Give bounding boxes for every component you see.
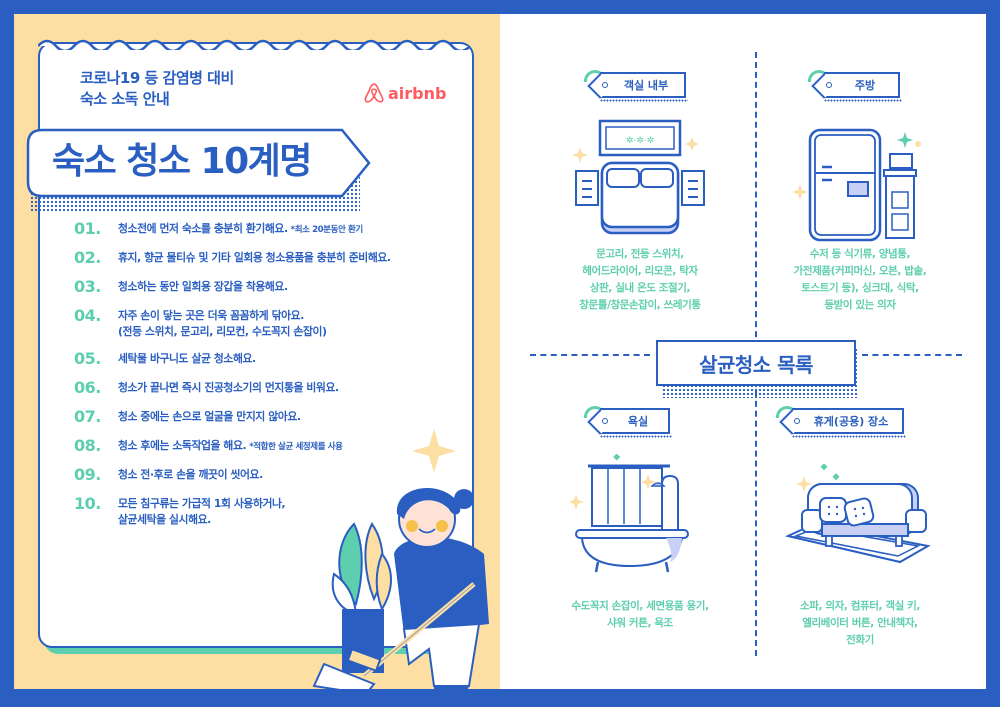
rule-number: 08. <box>74 436 101 455</box>
rule-text: 청소 전·후로 손을 깨끗이 씻어요. <box>118 468 263 481</box>
rule-number: 03. <box>74 277 101 296</box>
area-item: 소파, 의자, 컴퓨터, 객실 키, <box>800 600 920 612</box>
rule-text-line: 자주 손이 닿는 곳은 더욱 꼼꼼하게 닦아요. <box>118 309 304 322</box>
rule-item: 08. 청소 후에는 소독작업을 해요.*적합한 살균 세정제를 사용 <box>74 436 454 456</box>
rule-text-line: 청소 후에는 소독작업을 해요. <box>118 439 247 452</box>
area-item: 수저 등 식기류, 양념통, <box>809 248 911 260</box>
banner-title: 숙소 청소 10계명 <box>52 141 312 182</box>
rule-text: 자주 손이 닿는 곳은 더욱 꼼꼼하게 닦아요. (전등 스위치, 문고리, 리모… <box>118 306 327 340</box>
area-item: 가전제품(커피머신, 오븐, 밥솥, <box>793 265 927 277</box>
area-label: 휴게(공용) 장소 <box>813 415 889 428</box>
area-item: 문고리, 전등 스위치, <box>596 248 684 260</box>
sparkle-icon <box>412 429 456 473</box>
tag-hole-icon <box>794 418 800 424</box>
rule-number: 01. <box>74 219 101 238</box>
area-tag-bathroom: 욕실 <box>600 408 672 438</box>
area-item: 엘리베이터 버튼, 안내책자, <box>802 617 918 629</box>
horizontal-divider-right <box>862 354 962 356</box>
cleaning-person-illustration <box>312 429 489 689</box>
rule-item: 06. 청소가 끝나면 즉시 진공청소기의 먼지통을 비워요. <box>74 378 454 398</box>
rule-item: 02. 휴지, 향균 물티슈 및 기타 일회용 청소용품을 충분히 준비해요. <box>74 248 454 268</box>
rule-text-line: 모든 침구류는 가급적 1회 사용하거나, <box>118 497 286 510</box>
rules-list: 01. 청소전에 먼저 숙소를 충분히 환기해요.*최소 20분동안 환기 02… <box>74 219 454 537</box>
bed-icon: ✲·✲·✲ <box>572 119 705 235</box>
bathtub-icon <box>570 454 689 573</box>
rule-text-line: 청소전에 먼저 숙소를 충분히 환기해요. <box>118 222 288 235</box>
title-banner <box>26 128 371 198</box>
poster-frame: 코로나19 등 감염병 대비 숙소 소독 안내 airbnb 숙소 청소 10계… <box>14 14 986 689</box>
sofa-icon <box>784 464 931 564</box>
airbnb-logo: airbnb <box>364 82 446 104</box>
rule-text: 청소 후에는 소독작업을 해요.*적합한 살균 세정제를 사용 <box>118 436 343 455</box>
rule-note: *적합한 살균 세정제를 사용 <box>249 442 343 452</box>
rule-item: 07. 청소 중에는 손으로 얼굴을 만지지 않아요. <box>74 407 454 427</box>
area-tag-lounge: 휴게(공용) 장소 <box>792 408 906 438</box>
subtitle-line-1: 코로나19 등 감염병 대비 <box>80 69 234 87</box>
svg-text:✲·✲·✲: ✲·✲·✲ <box>626 136 654 146</box>
rule-text: 청소가 끝나면 즉시 진공청소기의 먼지통을 비워요. <box>118 381 339 394</box>
rule-number: 09. <box>74 465 101 484</box>
area-items-kitchen: 수저 등 식기류, 양념통, 가전제품(커피머신, 오븐, 밥솥, 토스트기 등… <box>750 246 970 314</box>
rule-text: 청소전에 먼저 숙소를 충분히 환기해요.*최소 20분동안 환기 <box>118 219 363 238</box>
rule-number: 07. <box>74 407 101 426</box>
refrigerator-icon <box>792 128 921 242</box>
rule-item: 09. 청소 전·후로 손을 깨끗이 씻어요. <box>74 465 454 485</box>
rule-number: 10. <box>74 494 101 513</box>
rule-number: 06. <box>74 378 101 397</box>
left-panel: 코로나19 등 감염병 대비 숙소 소독 안내 airbnb 숙소 청소 10계… <box>14 14 500 689</box>
rule-item: 05. 세탁물 바구니도 살균 청소해요. <box>74 349 454 369</box>
area-tag-room: 객실 내부 <box>600 72 688 102</box>
area-item: 등받이 있는 의자 <box>824 299 896 311</box>
area-label: 객실 내부 <box>623 79 669 92</box>
rule-number: 04. <box>74 306 101 325</box>
area-item: 헤어드라이어, 리모콘, 탁자 <box>582 265 698 277</box>
rule-text-line-2: (전등 스위치, 문고리, 리모컨, 수도꼭지 손잡이) <box>118 325 327 338</box>
area-tag-kitchen: 주방 <box>824 72 902 102</box>
area-item: 창문틀/창문손잡이, 쓰레기통 <box>579 299 701 311</box>
logo-text: airbnb <box>388 83 447 103</box>
rule-text: 청소 중에는 손으로 얼굴을 만지지 않아요. <box>118 410 301 423</box>
rule-text: 모든 침구류는 가급적 1회 사용하거나, 살균세탁을 실시해요. <box>118 494 286 528</box>
rule-item: 10. 모든 침구류는 가급적 1회 사용하거나, 살균세탁을 실시해요. <box>74 494 454 528</box>
rule-item: 04. 자주 손이 닿는 곳은 더욱 꼼꼼하게 닦아요. (전등 스위치, 문고리… <box>74 306 454 340</box>
wavy-border <box>38 39 471 50</box>
rule-item: 01. 청소전에 먼저 숙소를 충분히 환기해요.*최소 20분동안 환기 <box>74 219 454 239</box>
section-title: 살균청소 목록 <box>656 340 856 386</box>
horizontal-divider-left <box>530 354 650 356</box>
rule-text: 청소하는 동안 일회용 장갑을 착용해요. <box>118 280 288 293</box>
rule-note: *최소 20분동안 환기 <box>290 225 364 235</box>
area-label: 주방 <box>854 79 876 92</box>
area-items-bathroom: 수도꼭지 손잡이, 세면용품 용기, 샤워 커튼, 욕조 <box>530 598 750 632</box>
area-label: 욕실 <box>627 415 649 428</box>
airbnb-belo-icon <box>364 83 384 103</box>
subtitle: 코로나19 등 감염병 대비 숙소 소독 안내 <box>80 68 234 110</box>
area-item: 수도꼭지 손잡이, 세면용품 용기, <box>571 600 709 612</box>
area-item: 샤워 커튼, 욕조 <box>607 617 673 629</box>
rule-text: 휴지, 향균 물티슈 및 기타 일회용 청소용품을 충분히 준비해요. <box>118 251 391 264</box>
area-items-lounge: 소파, 의자, 컴퓨터, 객실 키, 엘리베이터 버튼, 안내책자, 전화기 <box>750 598 970 649</box>
rule-number: 05. <box>74 349 101 368</box>
tag-hole-icon <box>826 82 832 88</box>
tag-hole-icon <box>602 82 608 88</box>
rule-text: 세탁물 바구니도 살균 청소해요. <box>118 352 256 365</box>
area-item: 상판, 실내 온도 조절기, <box>589 282 691 294</box>
rule-number: 02. <box>74 248 101 267</box>
area-item: 토스트기 등), 싱크대, 식탁, <box>801 282 919 294</box>
rule-text-line-2: 살균세탁을 실시해요. <box>118 513 211 526</box>
area-items-room: 문고리, 전등 스위치, 헤어드라이어, 리모콘, 탁자 상판, 실내 온도 조… <box>530 246 750 314</box>
area-item: 전화기 <box>846 634 874 646</box>
tag-hole-icon <box>602 418 608 424</box>
rule-item: 03. 청소하는 동안 일회용 장갑을 착용해요. <box>74 277 454 297</box>
subtitle-line-2: 숙소 소독 안내 <box>80 90 170 108</box>
right-panel: 살균청소 목록 객실 내부 ✲·✲·✲ 문고리, 전등 <box>500 14 986 689</box>
